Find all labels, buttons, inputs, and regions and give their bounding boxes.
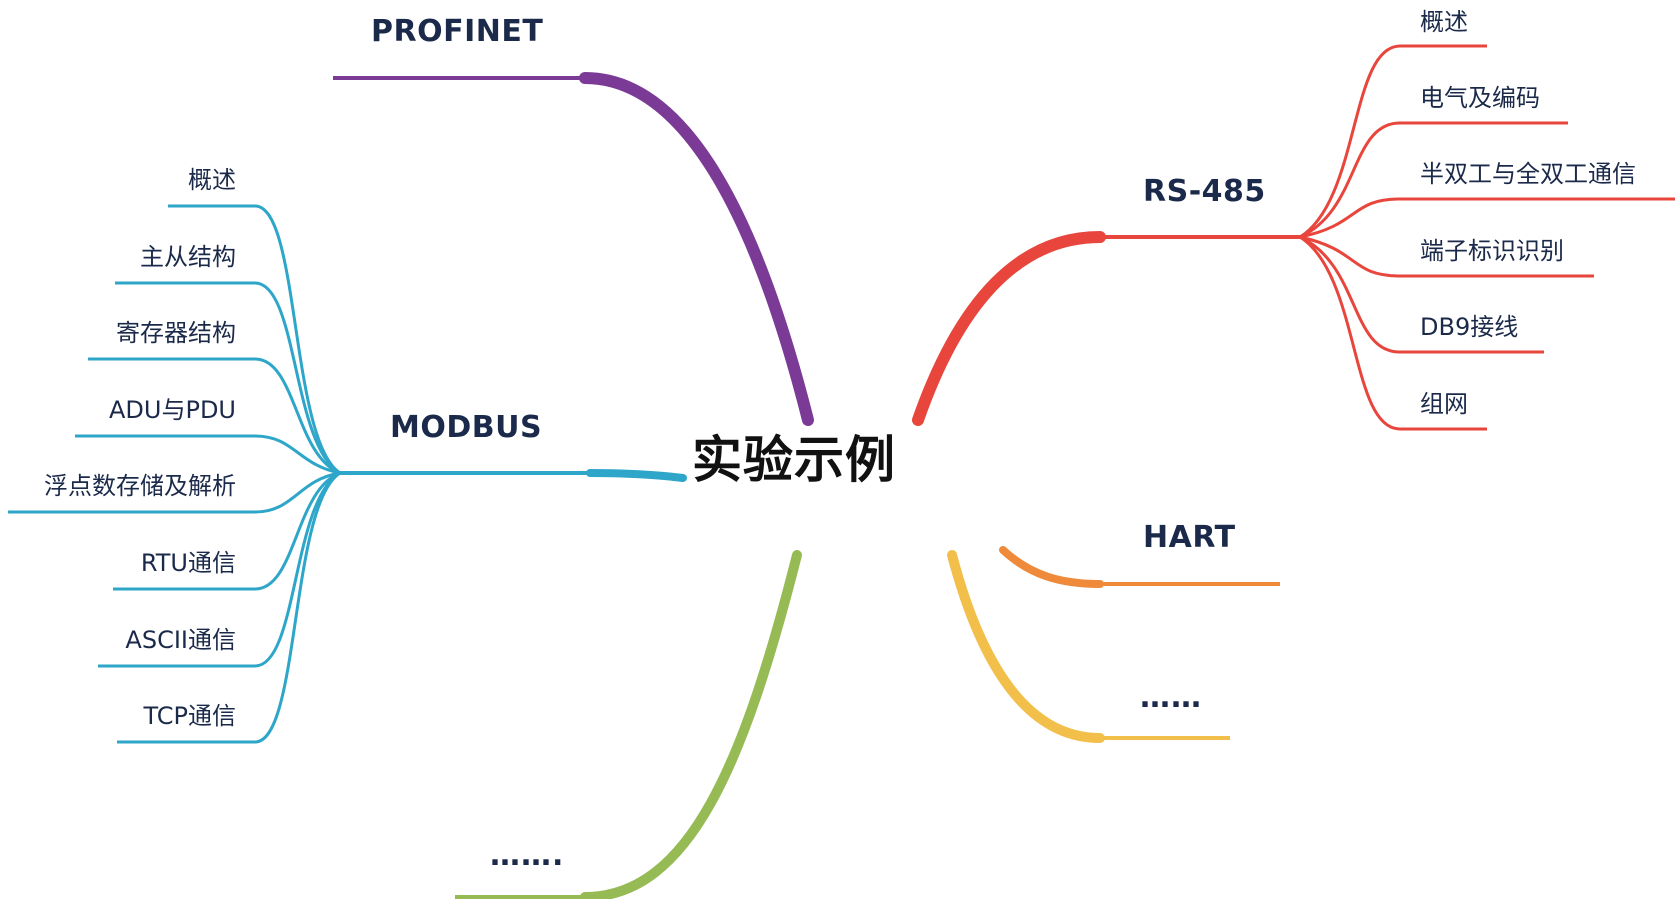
edge-modbus-leaf-7 [98,471,341,668]
rs485-leaf-terminals[interactable]: 端子标识识别 [1420,237,1564,265]
edge-rs485-leaf-2 [1299,121,1568,239]
edge-modbus-leaf-4 [75,434,341,475]
edge-modbus-leaf-8 [117,471,341,744]
rs485-leaf-network[interactable]: 组网 [1420,390,1468,418]
modbus-leaf-master-slave[interactable]: 主从结构 [140,243,236,271]
rs485-leaf-duplex[interactable]: 半双工与全双工通信 [1420,160,1636,188]
edge-modbus-leaf-5 [8,471,341,514]
edge-modbus-leaf-6 [113,471,341,591]
edge-more-right [947,550,1105,743]
branch-rs485[interactable]: RS-485 [1143,174,1266,209]
edge-modbus-leaf-2 [115,281,341,475]
modbus-leaf-float[interactable]: 浮点数存储及解析 [44,472,236,500]
center-node[interactable]: 实验示例 [692,431,896,489]
edge-rs485 [912,231,1106,426]
edge-profinet [579,72,814,426]
edge-modbus-leaf-3 [88,357,341,475]
modbus-leaf-ascii[interactable]: ASCII通信 [125,626,236,654]
modbus-leaf-rtu[interactable]: RTU通信 [140,549,236,577]
edge-rs485-leaf-1 [1299,44,1487,239]
edge-rs485-leaf-5 [1299,235,1544,354]
rs485-leaf-overview[interactable]: 概述 [1420,8,1468,36]
branch-more-right[interactable]: …… [1140,680,1202,715]
edge-modbus-leaf-1 [168,204,341,475]
edge-hart [999,546,1104,588]
branch-more-left[interactable]: ……. [490,838,565,873]
edge-more-left [580,550,802,899]
branch-profinet[interactable]: PROFINET [371,14,544,49]
modbus-leaf-adu-pdu[interactable]: ADU与PDU [109,396,236,424]
rs485-leaf-db9[interactable]: DB9接线 [1420,313,1519,341]
modbus-leaf-registers[interactable]: 寄存器结构 [116,319,236,347]
edge-modbus [586,469,687,482]
edge-rs485-leaf-3 [1299,197,1675,239]
modbus-leaf-tcp[interactable]: TCP通信 [143,702,236,730]
rs485-leaf-electrical[interactable]: 电气及编码 [1420,84,1540,112]
edge-rs485-leaf-6 [1299,235,1487,431]
edge-rs485-leaf-4 [1299,235,1594,278]
branch-modbus[interactable]: MODBUS [390,410,543,445]
modbus-leaf-overview[interactable]: 概述 [188,166,236,194]
branch-hart[interactable]: HART [1143,520,1236,555]
